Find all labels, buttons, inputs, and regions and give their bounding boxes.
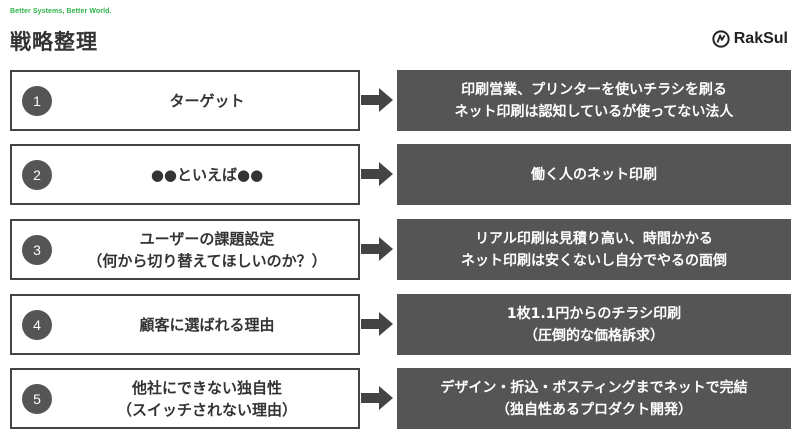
answer-box: 働く人のネット印刷 <box>397 144 791 205</box>
raksul-logo-icon <box>712 30 730 48</box>
question-box: 5 他社にできない独自性 （スイッチされない理由） <box>10 368 360 429</box>
arrow-right-icon <box>361 237 393 261</box>
question-label: 他社にできない独自性 （スイッチされない理由） <box>116 378 297 419</box>
row-number-badge: 1 <box>22 86 52 116</box>
tagline: Better Systems, Better World. <box>10 8 112 15</box>
question-box: 4 顧客に選ばれる理由 <box>10 294 360 355</box>
strategy-row-2: 2 ●●といえば●● 働く人のネット印刷 <box>0 144 800 205</box>
answer-box: デザイン・折込・ポスティングまでネットで完結 （独自性あるプロダクト開発） <box>397 368 791 429</box>
question-box: 1 ターゲット <box>10 70 360 131</box>
question-label: ユーザーの課題設定 （何から切り替えてほしいのか？） <box>87 229 327 270</box>
page-title: 戦略整理 <box>10 30 98 54</box>
question-box: 2 ●●といえば●● <box>10 144 360 205</box>
question-label: ●●といえば●● <box>150 165 264 184</box>
strategy-row-5: 5 他社にできない独自性 （スイッチされない理由） デザイン・折込・ポスティング… <box>0 368 800 429</box>
logo-text: RakSul <box>733 30 788 47</box>
arrow-right-icon <box>361 386 393 410</box>
strategy-row-4: 4 顧客に選ばれる理由 1枚1.1円からのチラシ印刷 （圧倒的な価格訴求） <box>0 294 800 355</box>
row-number-badge: 2 <box>22 160 52 190</box>
answer-box: リアル印刷は見積り高い、時間かかる ネット印刷は安くないし自分でやるの面倒 <box>397 219 791 280</box>
answer-box: 1枚1.1円からのチラシ印刷 （圧倒的な価格訴求） <box>397 294 791 355</box>
arrow-right-icon <box>361 162 393 186</box>
raksul-logo: RakSul <box>712 30 788 48</box>
question-label: 顧客に選ばれる理由 <box>139 315 275 334</box>
question-box: 3 ユーザーの課題設定 （何から切り替えてほしいのか？） <box>10 219 360 280</box>
arrow-right-icon <box>361 88 393 112</box>
row-number-badge: 3 <box>22 235 52 265</box>
strategy-row-1: 1 ターゲット 印刷営業、プリンターを使いチラシを刷る ネット印刷は認知している… <box>0 70 800 131</box>
row-number-badge: 4 <box>22 310 52 340</box>
answer-box: 印刷営業、プリンターを使いチラシを刷る ネット印刷は認知しているが使ってない法人 <box>397 70 791 131</box>
arrow-right-icon <box>361 312 393 336</box>
strategy-row-3: 3 ユーザーの課題設定 （何から切り替えてほしいのか？） リアル印刷は見積り高い… <box>0 219 800 280</box>
row-number-badge: 5 <box>22 384 52 414</box>
question-label: ターゲット <box>169 91 245 110</box>
